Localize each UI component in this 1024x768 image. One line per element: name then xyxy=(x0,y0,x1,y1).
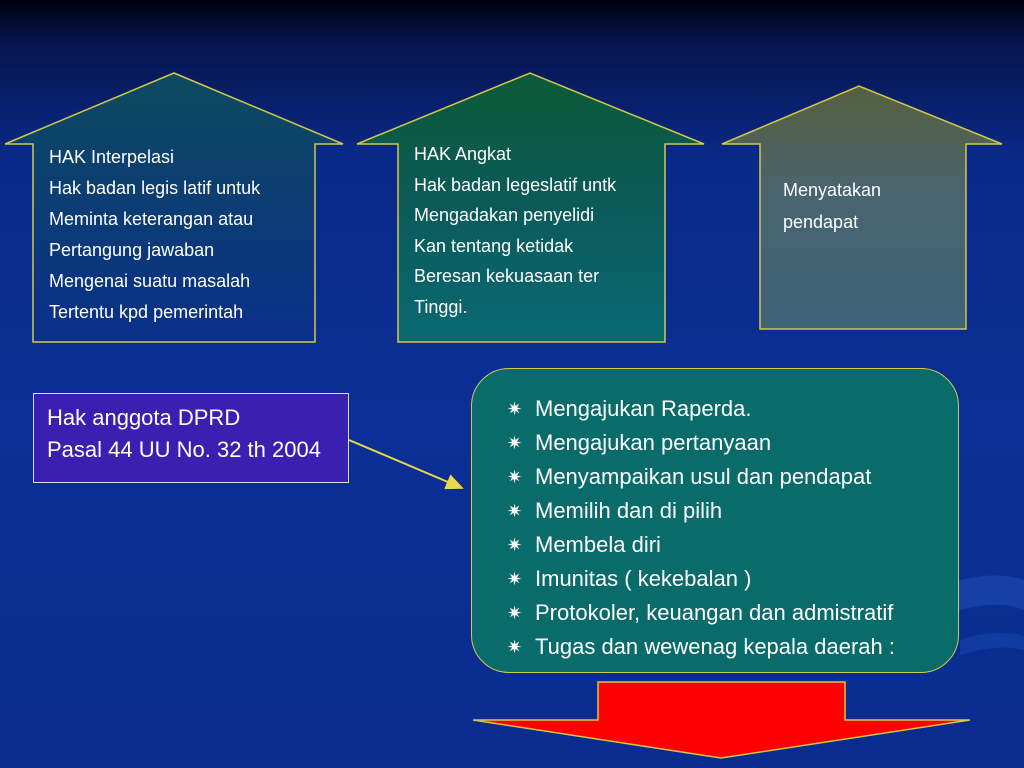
star-burst-icon: ✷ xyxy=(507,433,523,453)
house-line: pendapat xyxy=(783,212,859,232)
star-burst-icon: ✷ xyxy=(507,637,523,657)
house-line: Beresan kekuasaan ter xyxy=(414,266,600,286)
house-line: Meminta keterangan atau xyxy=(49,209,254,229)
dprd-rights-box: Hak anggota DPRD Pasal 44 UU No. 32 th 2… xyxy=(33,393,349,483)
house-text-interpelasi: HAK Interpelasi Hak badan legis latif un… xyxy=(49,142,260,328)
list-item-text: Membela diri xyxy=(535,532,661,557)
house-arrow-angket xyxy=(356,72,705,343)
list-item: ✷ Protokoler, keuangan dan admistratif xyxy=(507,596,895,630)
house-line: Tinggi. xyxy=(414,296,468,317)
house-line: Kan tentang ketidak xyxy=(414,235,574,256)
member-rights-panel xyxy=(471,368,959,673)
star-burst-icon: ✷ xyxy=(507,501,523,521)
house-line: Tertentu kpd pemerintah xyxy=(49,302,244,322)
list-item-text: Tugas dan wewenag kepala daerah : xyxy=(535,634,895,659)
down-arrow xyxy=(472,681,971,759)
list-item-text: Imunitas ( kekebalan ) xyxy=(535,566,752,591)
connector-arrow xyxy=(348,439,464,490)
star-burst-icon: ✷ xyxy=(507,467,523,487)
star-burst-icon: ✷ xyxy=(507,569,523,589)
list-item: ✷ Mengajukan Raperda. xyxy=(507,392,895,426)
house-line: HAK Interpelasi xyxy=(49,147,175,167)
list-item-text: Menyampaikan usul dan pendapat xyxy=(535,464,872,489)
house-line: Hak badan legeslatif untk xyxy=(414,174,617,195)
dprd-legal-basis: Pasal 44 UU No. 32 th 2004 xyxy=(47,437,321,462)
star-burst-icon: ✷ xyxy=(507,603,523,623)
list-item-text: Memilih dan di pilih xyxy=(535,498,723,523)
house-line: Pertangung jawaban xyxy=(49,240,215,260)
house-line: Menyatakan xyxy=(783,180,882,200)
dprd-title: Hak anggota DPRD xyxy=(47,405,241,430)
list-item: ✷ Membela diri xyxy=(507,528,895,562)
list-item-text: Mengajukan Raperda. xyxy=(535,396,752,421)
list-item: ✷ Memilih dan di pilih xyxy=(507,494,895,528)
house-text-pendapat: Menyatakan pendapat xyxy=(783,174,881,238)
member-rights-list: ✷ Mengajukan Raperda. ✷ Mengajukan pertany… xyxy=(507,392,895,664)
house-line: Hak badan legis latif untuk xyxy=(49,178,261,198)
list-item-text: Mengajukan pertanyaan xyxy=(535,430,772,455)
star-burst-icon: ✷ xyxy=(507,399,523,419)
list-item: ✷ Mengajukan pertanyaan xyxy=(507,426,895,460)
list-item: ✷ Menyampaikan usul dan pendapat xyxy=(507,460,895,494)
house-arrow-interpelasi xyxy=(4,72,344,343)
star-burst-icon: ✷ xyxy=(507,535,523,555)
list-item-text: Protokoler, keuangan dan admistratif xyxy=(535,600,894,625)
list-item: ✷ Tugas dan wewenag kepala daerah : xyxy=(507,630,895,664)
house-text-angket: HAK Angkat Hak badan legeslatif untk Men… xyxy=(414,139,616,322)
house-line: Mengadakan penyelidi xyxy=(414,205,595,225)
list-item: ✷ Imunitas ( kekebalan ) xyxy=(507,562,895,596)
house-line: HAK Angkat xyxy=(414,144,512,164)
house-line: Mengenai suatu masalah xyxy=(49,271,251,291)
house-arrow-pendapat xyxy=(721,85,1003,330)
